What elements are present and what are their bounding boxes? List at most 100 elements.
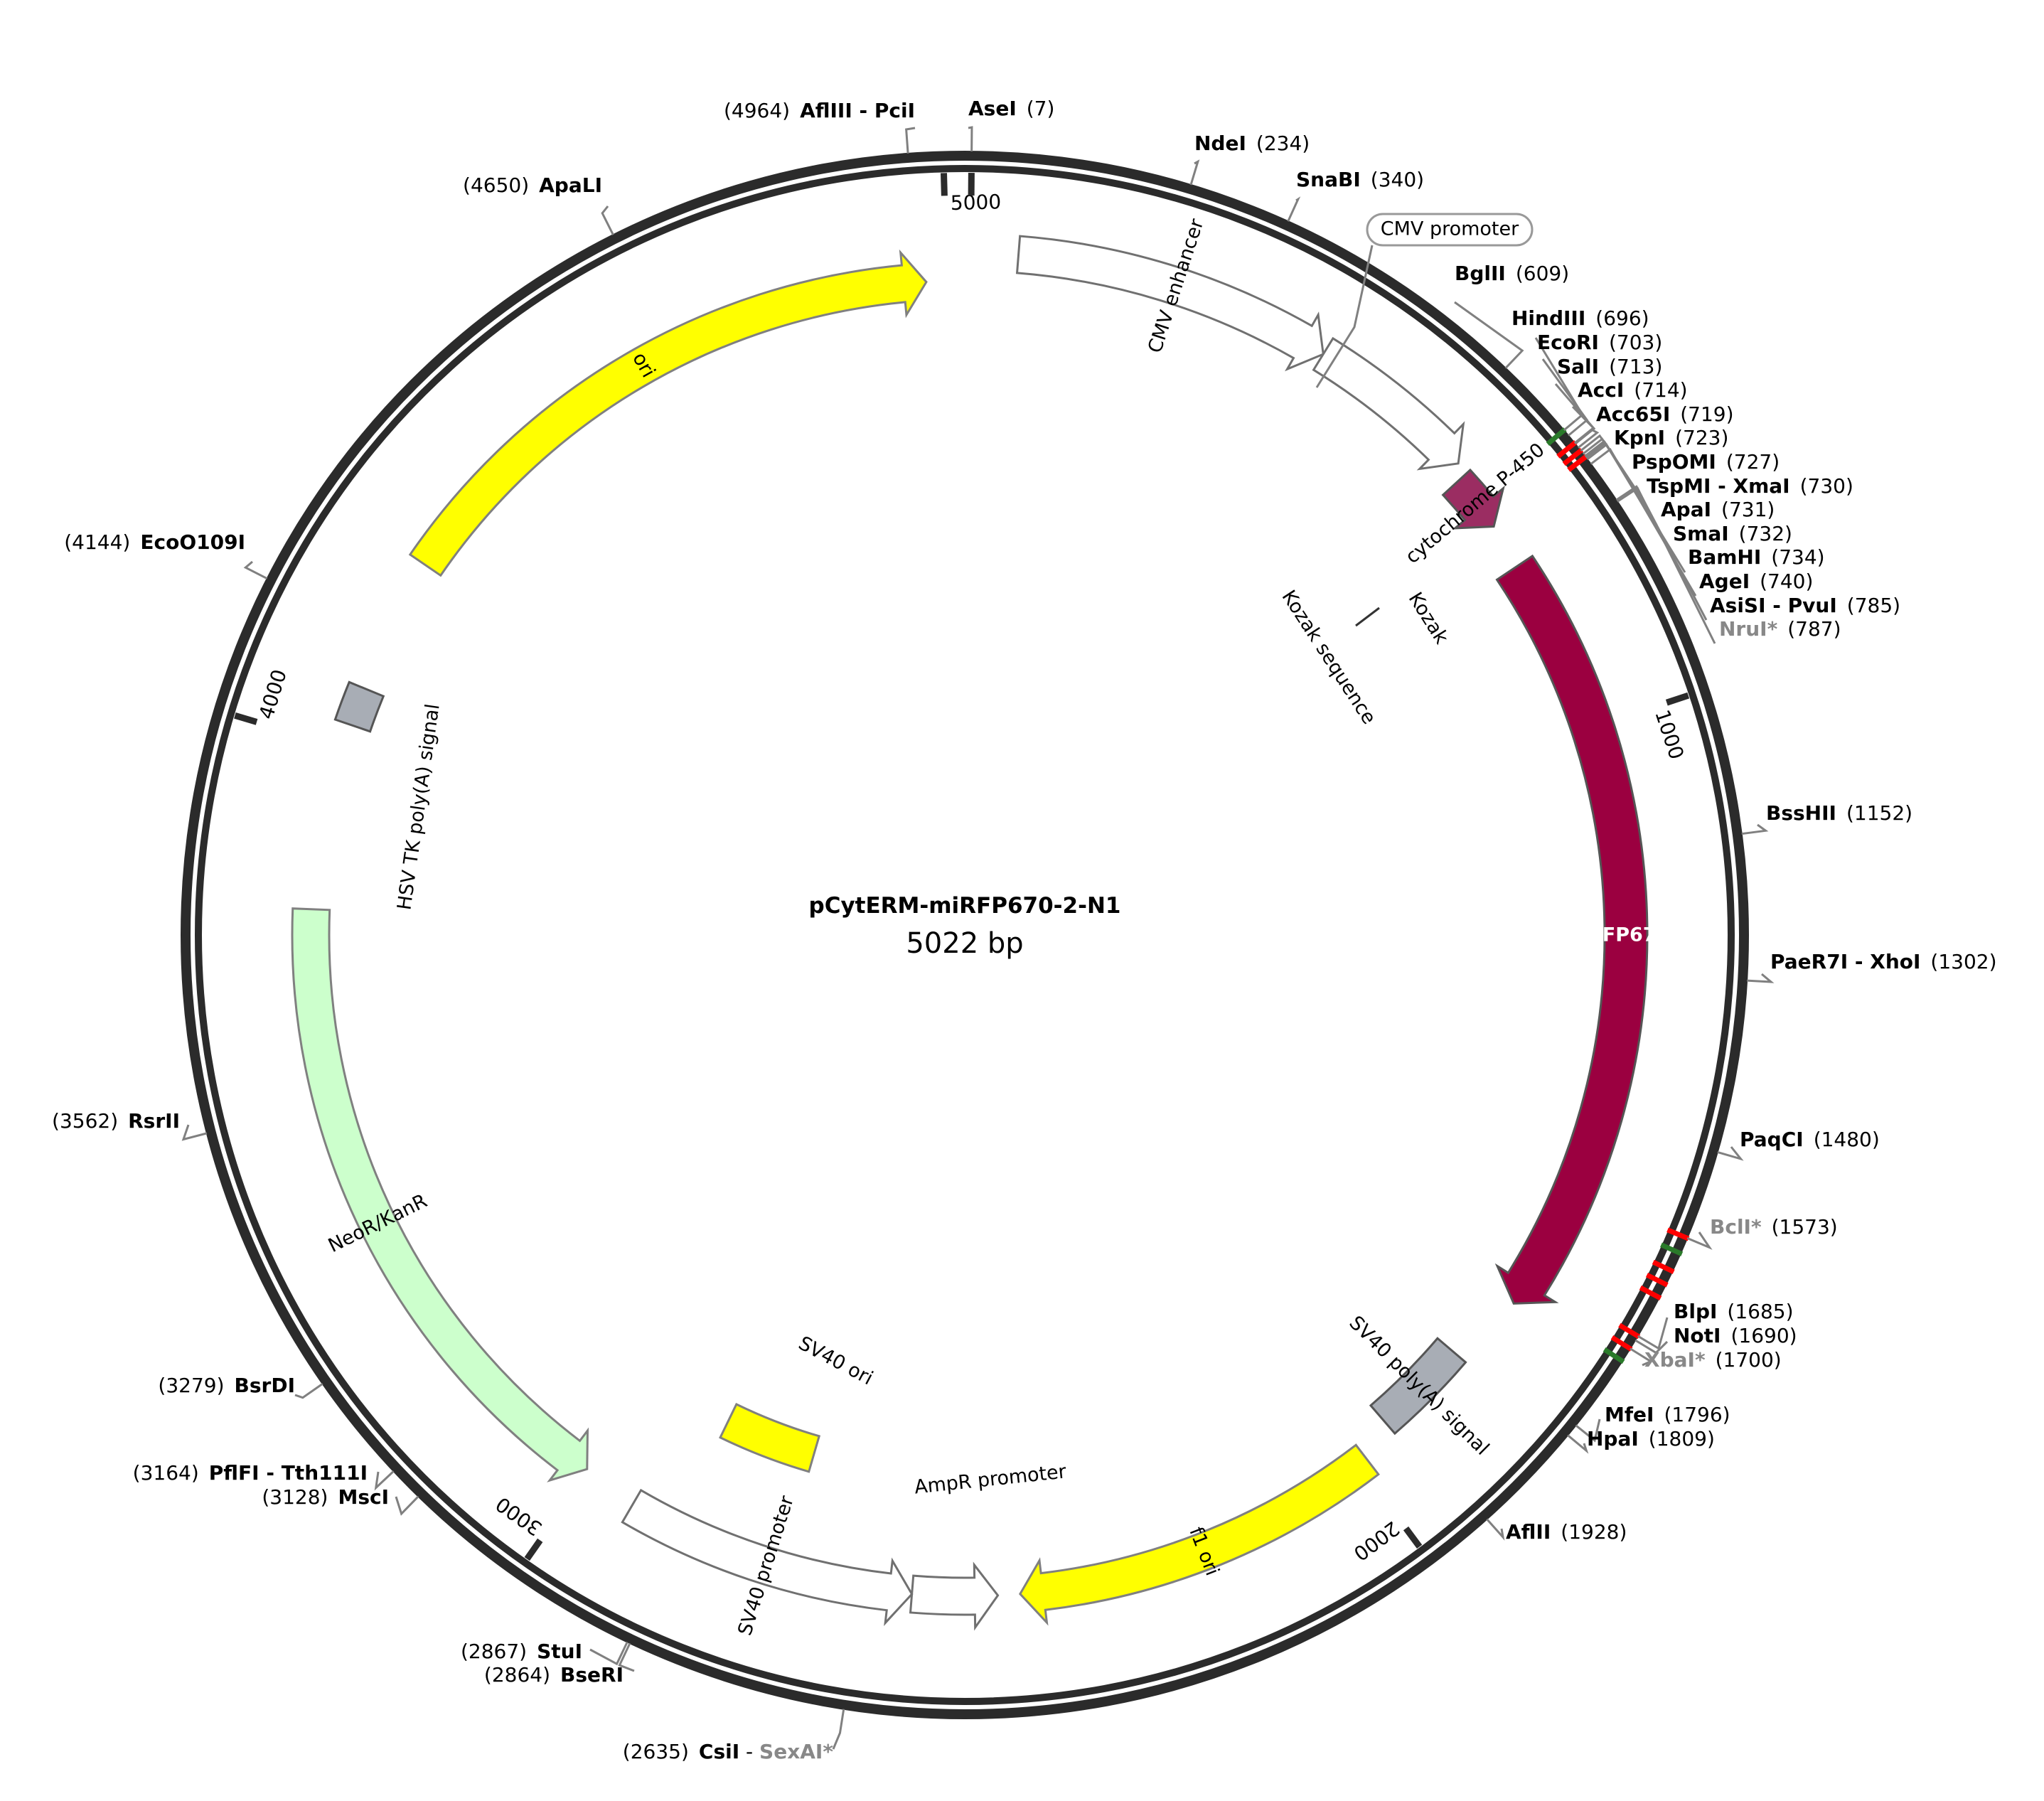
- restriction-sites: AseI(7)(4964)AflIII - PciINdeI(234)SnaBI…: [52, 97, 1997, 1763]
- unique-site-mark: [1562, 447, 1584, 466]
- site-position: (1928): [1561, 1520, 1627, 1544]
- site-leader: [589, 1641, 628, 1666]
- site-leader: [1571, 405, 1596, 445]
- tick-label: 3000: [491, 1492, 546, 1541]
- site-position: (7): [1027, 97, 1055, 120]
- feature-cmv-promoter: [1312, 336, 1465, 471]
- site-position: (3164): [133, 1461, 199, 1485]
- site-name: BssHII: [1766, 801, 1836, 825]
- feature-ori: [408, 249, 928, 577]
- unique-site-marks: [1546, 427, 1690, 1364]
- site-name: AccI: [1578, 378, 1624, 402]
- site-name: BsrDI: [235, 1374, 295, 1397]
- site-leader: [1637, 1317, 1669, 1350]
- site-label: TspMI - XmaI(730): [1647, 474, 1853, 498]
- tick-mark: [524, 1538, 543, 1561]
- site-label: NdeI(234): [1194, 132, 1310, 155]
- unique-site-mark: [1546, 427, 1567, 447]
- site-position: (1796): [1664, 1403, 1730, 1426]
- site-name: AgeI: [1699, 570, 1750, 593]
- site-position: (785): [1847, 594, 1900, 617]
- feature-label-sv40-polya: SV40 poly(A) signal: [1344, 1312, 1493, 1460]
- site-label: ApaI(731): [1661, 498, 1775, 521]
- site-leader: [374, 1470, 395, 1491]
- site-name: RsrII: [128, 1109, 180, 1133]
- site-name: SalI: [1557, 355, 1599, 378]
- site-position: (713): [1609, 355, 1662, 378]
- site-name: BamHI: [1688, 545, 1761, 569]
- feature-cmv-enhancer: [1015, 235, 1325, 372]
- site-leader: [905, 127, 916, 154]
- kozak-seq-mark: [1355, 606, 1380, 627]
- site-leader: [1617, 486, 1716, 644]
- site-position: (1152): [1846, 801, 1912, 825]
- site-leader: [1615, 485, 1708, 621]
- site-label: HpaI (1809): [1587, 1427, 1715, 1450]
- site-name: EcoO109I: [140, 530, 245, 554]
- site-label: (2864)BseRI: [484, 1663, 624, 1687]
- kozak-seq-label: Kozak sequence: [1277, 587, 1380, 729]
- site-label: AseI(7): [968, 97, 1054, 120]
- site-position: (1700): [1716, 1348, 1782, 1372]
- site-position: (3128): [262, 1485, 328, 1509]
- feature-sv40-polya: [1369, 1337, 1467, 1436]
- site-name: HindIII: [1511, 306, 1585, 330]
- site-label: NotI(1690): [1674, 1324, 1797, 1347]
- site-name: StuI: [537, 1640, 582, 1663]
- tick-mark: [234, 712, 258, 725]
- site-position: (730): [1800, 474, 1853, 498]
- site-position: (1809): [1649, 1427, 1715, 1450]
- site-position: (2635): [623, 1740, 689, 1763]
- site-name: AflIII - PciI: [800, 99, 915, 122]
- feature-sv40-ori: [719, 1402, 821, 1473]
- site-leader: [243, 560, 268, 579]
- site-label: NruI*(787): [1719, 617, 1841, 641]
- site-name: HpaI: [1587, 1427, 1639, 1450]
- site-leader: [181, 1124, 208, 1141]
- unique-site-mark: [1639, 1285, 1662, 1300]
- feature-sv40-promoter: [621, 1488, 914, 1626]
- site-name: AsiSI - PvuI: [1710, 594, 1837, 617]
- site-name: ApaLI: [539, 173, 602, 197]
- site-leader: [395, 1495, 419, 1516]
- unique-site-mark: [1660, 1242, 1684, 1256]
- unique-site-mark: [1556, 440, 1578, 459]
- site-position: (234): [1256, 132, 1310, 155]
- feature-label-cytochrome-p450: cytochrome P-450: [1401, 439, 1549, 568]
- site-name: BseRI: [560, 1663, 624, 1687]
- site-label: (2635)CsiI - SexAI*: [623, 1740, 834, 1763]
- tick-label: 4000: [255, 667, 291, 722]
- site-label: (3128)MscI: [262, 1485, 389, 1509]
- feature-hsv-tk-polya: [333, 680, 385, 733]
- site-label: BlpI(1685): [1674, 1300, 1794, 1323]
- site-label: XbaI*(1700): [1644, 1348, 1782, 1372]
- site-label: (3562)RsrII: [52, 1109, 180, 1133]
- site-name: SmaI: [1673, 522, 1729, 545]
- site-label: Acc65I(719): [1596, 402, 1734, 426]
- site-label: AgeI(740): [1699, 570, 1813, 593]
- site-name: BglII: [1455, 262, 1506, 285]
- site-label: AflII(1928): [1506, 1520, 1627, 1544]
- cmv-promoter-label: CMV promoter: [1381, 218, 1519, 240]
- plasmid-name: pCytERM-miRFP670-2-N1: [809, 893, 1121, 919]
- site-label: BamHI(734): [1688, 545, 1825, 569]
- site-label: (4650)ApaLI: [463, 173, 602, 197]
- site-leader: [1717, 1146, 1744, 1161]
- site-name: KpnI: [1614, 426, 1665, 449]
- site-label: (4144)EcoO109I: [64, 530, 245, 554]
- site-leader: [1189, 159, 1200, 186]
- feature-f1-ori: [1019, 1443, 1380, 1626]
- feature-ampr-promoter: [909, 1561, 1000, 1631]
- site-label: (3279)BsrDI: [158, 1374, 295, 1397]
- plasmid-size: 5022 bp: [906, 927, 1023, 960]
- site-position: (703): [1609, 331, 1662, 354]
- site-position: (1480): [1814, 1128, 1880, 1151]
- site-position: (727): [1726, 450, 1780, 474]
- feature-label-mirfp670: miRFP670-2: [1561, 924, 1691, 946]
- site-leader: [1634, 1339, 1669, 1354]
- tick-mark: [1403, 1526, 1423, 1549]
- site-leader: [1630, 1347, 1653, 1367]
- site-label: BssHII (1152): [1766, 801, 1912, 825]
- feature-mirfp670: [1494, 554, 1649, 1305]
